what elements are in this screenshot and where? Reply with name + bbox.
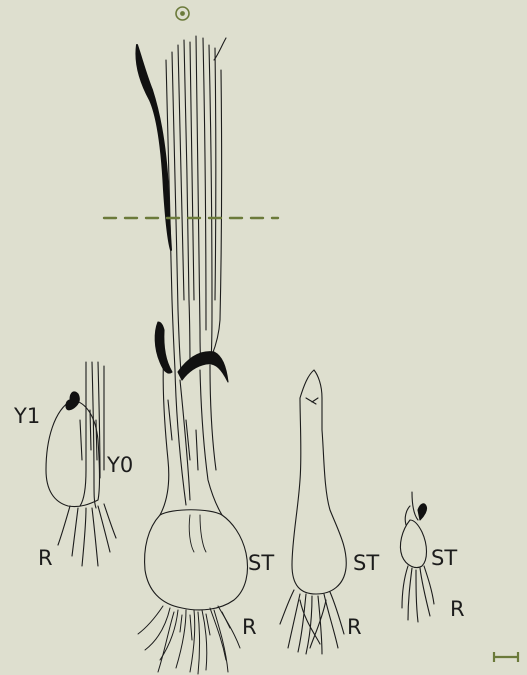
sheath-tip-left — [155, 322, 172, 373]
scale-bar-icon[interactable] — [492, 650, 520, 664]
main-bulb — [145, 510, 248, 610]
label-st-main: ST — [248, 553, 274, 574]
label-st-small: ST — [431, 548, 457, 569]
label-r-small: R — [450, 599, 465, 620]
middle-plant — [280, 370, 346, 654]
sheath-tip-right — [178, 352, 228, 382]
main-sheath — [160, 350, 222, 515]
main-roots — [138, 606, 240, 674]
left-plant — [46, 362, 116, 566]
label-y1: Y1 — [14, 406, 40, 427]
dark-leaf — [136, 45, 171, 250]
label-r-left: R — [38, 548, 53, 569]
label-r-mid: R — [347, 617, 362, 638]
label-st-mid: ST — [353, 553, 379, 574]
main-leaves — [166, 36, 226, 372]
label-y0: Y0 — [107, 455, 133, 476]
small-plant — [400, 492, 434, 622]
label-r-main: R — [242, 617, 257, 638]
